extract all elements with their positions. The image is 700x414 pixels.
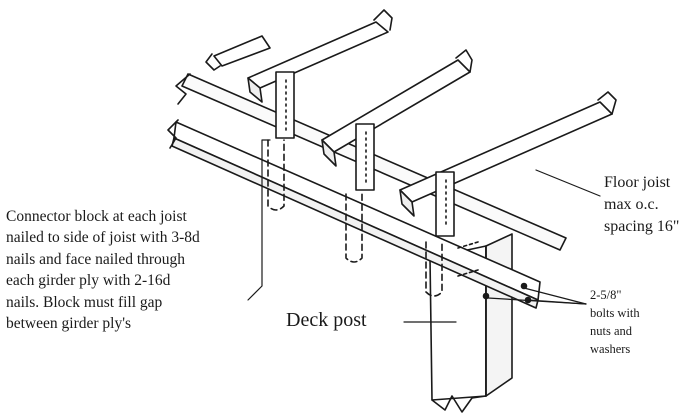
leader-bolts-1 (523, 287, 587, 305)
deck-post-label: Deck post (286, 309, 367, 331)
leader-lines (247, 139, 601, 323)
connector-block-1 (267, 71, 295, 211)
connector-block-label: Connector block at each joist nailed to … (6, 208, 200, 333)
bolts (457, 241, 532, 304)
floor-joist-3 (399, 91, 617, 217)
leader-connector-block (247, 139, 271, 301)
girder-ply-front (167, 119, 541, 309)
leader-floor-joist (535, 169, 601, 197)
floor-joist-1 (247, 9, 393, 103)
connector-block-2 (345, 123, 375, 263)
connector-block-3 (425, 171, 455, 297)
floor-joist-rear-stub (205, 35, 271, 71)
bolts-label: 2-5/8" bolts with nuts and washers (590, 288, 640, 356)
floor-joist-label: Floor joist max o.c. spacing 16" (604, 174, 680, 235)
leader-bolts-3 (487, 297, 587, 305)
